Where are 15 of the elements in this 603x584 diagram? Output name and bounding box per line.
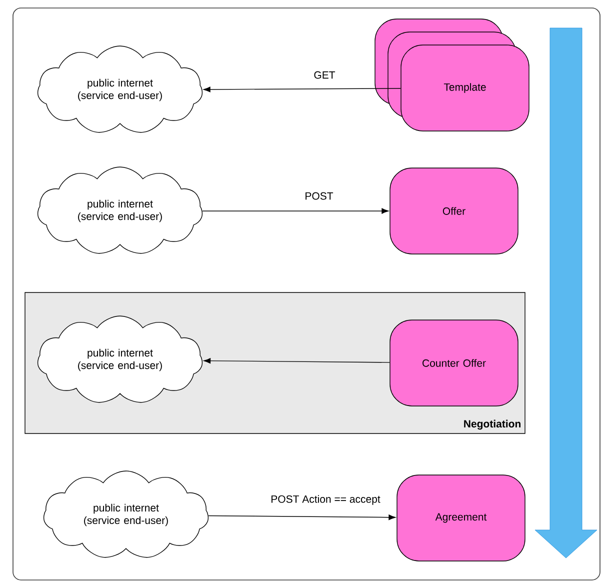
edge-label: GET [314, 71, 336, 79]
cloud: public internet (service end-user) [37, 316, 203, 403]
process-box: Counter Offer [390, 320, 518, 406]
cloud: public internet (service end-user) [43, 470, 209, 558]
stacked-cards: Template [374, 18, 530, 132]
process-box: Offer [390, 168, 518, 254]
process-box: Agreement [396, 474, 526, 562]
arrow [204, 358, 390, 364]
cloud: public internet (service end-user) [37, 46, 203, 133]
arrow [208, 514, 396, 520]
cloud: public internet (service end-user) [37, 166, 203, 254]
arrow [203, 86, 401, 92]
arrow [202, 208, 389, 214]
edge-label: POST Action == accept [272, 495, 380, 505]
edge-label: POST [306, 192, 334, 200]
